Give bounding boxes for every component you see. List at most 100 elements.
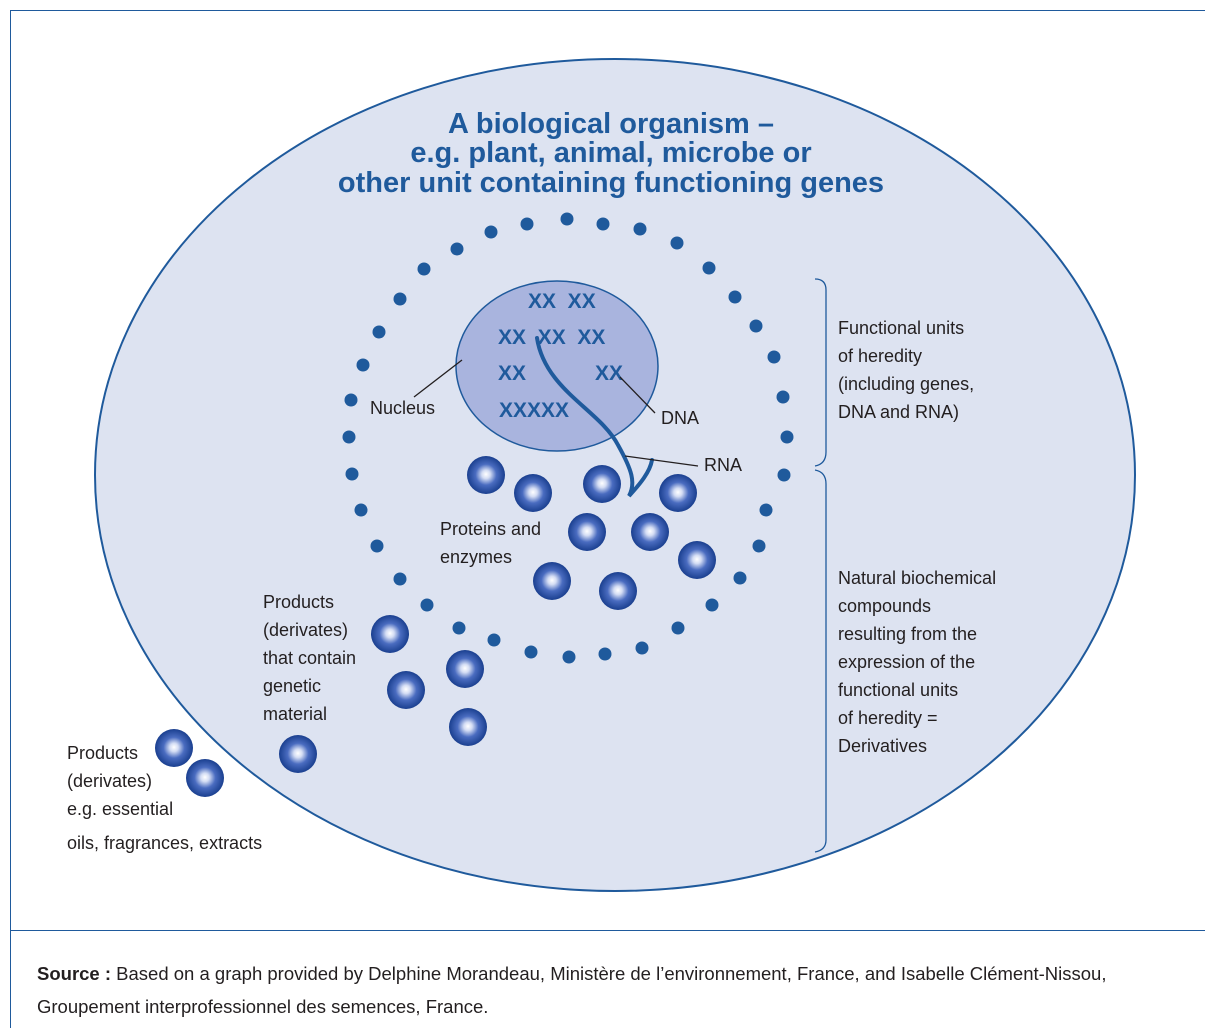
cell-boundary-dot xyxy=(728,290,742,304)
cell-boundary-dot xyxy=(776,390,790,404)
cell-boundary-dot xyxy=(417,262,431,276)
cell-boundary-dot xyxy=(345,467,359,481)
compound-sphere xyxy=(155,729,193,767)
derivatives-line7: Derivatives xyxy=(838,736,927,756)
compound-sphere xyxy=(599,572,637,610)
cell-boundary-dot xyxy=(633,222,647,236)
cell-boundary-dot xyxy=(393,292,407,306)
compound-sphere xyxy=(568,513,606,551)
derivatives-line4: expression of the xyxy=(838,652,975,672)
nucleus xyxy=(455,280,659,452)
cell-boundary-dot xyxy=(705,598,719,612)
chromosomes-row3-right: XX xyxy=(595,362,623,385)
cell-boundary-dot xyxy=(596,217,610,231)
rna-strand xyxy=(535,336,654,498)
compound-sphere xyxy=(514,474,552,512)
cell-boundary-dot xyxy=(560,212,574,226)
cell-boundary-dot xyxy=(749,319,763,333)
cell-boundary-dot xyxy=(733,571,747,585)
source-prefix: Source : xyxy=(37,963,112,984)
chromosomes-row3-left: XX xyxy=(498,362,526,385)
products-extracts-line3: e.g. essential xyxy=(67,799,173,819)
products-genetic-line5: material xyxy=(263,704,327,724)
compound-sphere xyxy=(449,708,487,746)
products-extracts-line4: oils, fragrances, extracts xyxy=(67,833,262,853)
products-genetic-line2: (derivates) xyxy=(263,620,348,640)
cell-boundary-dot xyxy=(354,503,368,517)
compound-sphere xyxy=(583,465,621,503)
cell-boundary-dot xyxy=(635,641,649,655)
cell-boundary-dot xyxy=(777,468,791,482)
rna-label: RNA xyxy=(704,455,742,475)
nucleus-leader-line xyxy=(413,359,463,398)
compound-sphere xyxy=(371,615,409,653)
cell-boundary-dot xyxy=(420,598,434,612)
biochemical-compound-spheres xyxy=(155,456,716,797)
products-genetic-line3: that contain xyxy=(263,648,356,668)
cell-boundary-dot xyxy=(487,633,501,647)
compound-sphere xyxy=(279,735,317,773)
cell-boundary-dot xyxy=(356,358,370,372)
compound-sphere xyxy=(387,671,425,709)
products-genetic-line1: Products xyxy=(263,592,334,612)
compound-sphere xyxy=(446,650,484,688)
source-divider xyxy=(10,930,1205,931)
proteins-label-line2: enzymes xyxy=(440,547,512,567)
cell-boundary-dot xyxy=(372,325,386,339)
compound-sphere xyxy=(186,759,224,797)
dna-leader-line xyxy=(619,376,656,414)
cell-boundary-dot xyxy=(520,217,534,231)
compound-sphere xyxy=(467,456,505,494)
source-text: Based on a graph provided by Delphine Mo… xyxy=(37,963,1107,1017)
cell-boundary-dot xyxy=(671,621,685,635)
source-note: Source : Based on a graph provided by De… xyxy=(37,957,1177,1023)
cell-boundary-dot xyxy=(450,242,464,256)
cell-boundary-dot xyxy=(452,621,466,635)
functional-units-line3: (including genes, xyxy=(838,374,974,394)
cell-boundary-dot xyxy=(702,261,716,275)
derivatives-line3: resulting from the xyxy=(838,624,977,644)
diagram-title-line3: other unit containing functioning genes xyxy=(338,167,884,199)
derivatives-line5: functional units xyxy=(838,680,958,700)
compound-sphere xyxy=(659,474,697,512)
cell-boundary-dot xyxy=(752,539,766,553)
dna-label: DNA xyxy=(661,408,699,428)
diagram-title-line2: e.g. plant, animal, microbe or xyxy=(410,137,811,169)
functional-units-bracket xyxy=(814,278,827,467)
derivatives-line1: Natural biochemical xyxy=(838,568,996,588)
products-genetic-line4: genetic xyxy=(263,676,321,696)
functional-units-line1: Functional units xyxy=(838,318,964,338)
cell-boundary-dot xyxy=(370,539,384,553)
cell-boundary-dot xyxy=(670,236,684,250)
products-extracts-line2: (derivates) xyxy=(67,771,152,791)
cell-boundary-dot xyxy=(598,647,612,661)
nucleus-label: Nucleus xyxy=(370,398,435,418)
cell-boundary-dot xyxy=(759,503,773,517)
functional-units-line2: of heredity xyxy=(838,346,922,366)
diagram-title-line1: A biological organism – xyxy=(448,108,774,140)
cell-boundary-dot xyxy=(767,350,781,364)
cell-boundary-dot xyxy=(780,430,794,444)
products-extracts-line1: Products xyxy=(67,743,138,763)
derivatives-line6: of heredity = xyxy=(838,708,938,728)
cell-boundary-dot xyxy=(484,225,498,239)
cell-boundary-dot xyxy=(562,650,576,664)
figure-frame xyxy=(10,10,1205,1028)
rna-leader-line xyxy=(624,455,699,467)
cell-boundary-dot xyxy=(524,645,538,659)
compound-sphere xyxy=(678,541,716,579)
proteins-label-line1: Proteins and xyxy=(440,519,541,539)
chromosomes-row2: XX XX XX xyxy=(498,326,605,349)
compound-sphere xyxy=(533,562,571,600)
chromosomes-row4: XXXXX xyxy=(499,399,569,422)
compound-sphere xyxy=(631,513,669,551)
chromosomes-row1: XX XX xyxy=(528,290,596,313)
functional-units-line4: DNA and RNA) xyxy=(838,402,959,422)
cell-boundary-dot xyxy=(393,572,407,586)
cell-boundary-dot xyxy=(344,393,358,407)
derivatives-line2: compounds xyxy=(838,596,931,616)
derivatives-bracket xyxy=(814,469,827,853)
cell-boundary-dot xyxy=(342,430,356,444)
cell-dotted-boundary xyxy=(342,212,794,664)
